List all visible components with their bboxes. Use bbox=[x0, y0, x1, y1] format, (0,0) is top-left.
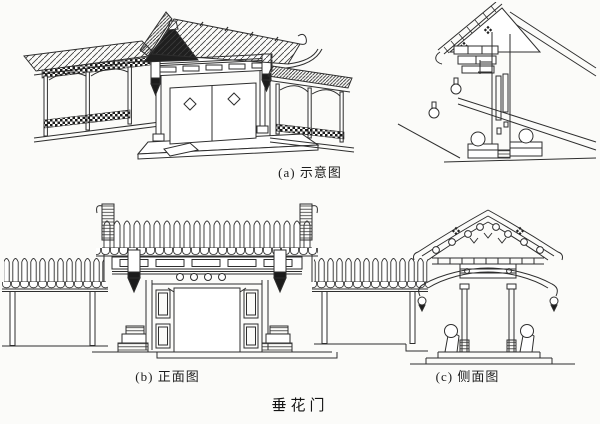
platform-step bbox=[157, 352, 337, 358]
panel-a-label: (a) 示意图 bbox=[278, 165, 342, 180]
hanging-lotus-buds bbox=[429, 78, 461, 118]
hanging-column-left bbox=[128, 250, 140, 292]
gate-frame-posts bbox=[146, 280, 268, 350]
beam-stack bbox=[454, 46, 498, 73]
gate-roof bbox=[140, 12, 322, 68]
adjoining-wall-lines bbox=[398, 12, 596, 162]
gate-doors bbox=[170, 83, 256, 144]
gable-flower-mark bbox=[483, 25, 493, 35]
hanging-column-right bbox=[274, 250, 286, 292]
pedestal-right bbox=[262, 326, 292, 352]
pedestal-left bbox=[118, 326, 148, 352]
panel-b-front-elevation-drawing bbox=[2, 198, 430, 363]
tube-tile-roof bbox=[102, 214, 312, 248]
door-diamond-ornament bbox=[228, 93, 240, 105]
v-ornaments bbox=[470, 233, 506, 243]
panel-c-label: (c) 侧面图 bbox=[435, 369, 500, 384]
ridge-ornament-left bbox=[97, 204, 114, 240]
left-corridor bbox=[24, 41, 160, 142]
eave-bracket-band bbox=[432, 258, 544, 264]
drum-stones bbox=[445, 325, 535, 353]
doorway bbox=[168, 288, 246, 352]
base-and-drum-stones bbox=[468, 129, 542, 158]
platform-steps bbox=[410, 352, 575, 364]
gable-roof bbox=[436, 2, 540, 64]
roof-flower-mark bbox=[451, 226, 461, 236]
panel-a-perspective-drawing bbox=[20, 4, 355, 162]
panel-b-label: (b) 正面图 bbox=[135, 369, 200, 384]
figure-caption: 垂花门 bbox=[271, 398, 329, 414]
ridge-ornament bbox=[298, 34, 306, 44]
panel-c-side-elevation-drawing bbox=[410, 200, 575, 368]
gate-structure bbox=[138, 12, 322, 159]
right-corridor-elevation bbox=[312, 248, 428, 351]
gate-elevation bbox=[92, 204, 337, 358]
gate-corner-detail-drawing bbox=[392, 2, 597, 170]
eave-tile-drips bbox=[96, 248, 318, 256]
ridge-ornament-right bbox=[300, 204, 317, 240]
beam-box bbox=[460, 264, 516, 278]
left-corridor-elevation bbox=[2, 248, 108, 346]
side-panels bbox=[156, 290, 258, 348]
lower-eave-roof bbox=[418, 268, 558, 311]
door-diamond-ornament bbox=[184, 98, 196, 110]
gate-frame-post bbox=[478, 32, 510, 154]
roof-flower-mark bbox=[515, 226, 525, 236]
right-corridor bbox=[266, 66, 354, 152]
main-gable-roof bbox=[414, 210, 563, 260]
columns bbox=[460, 284, 516, 352]
door-knobs bbox=[177, 274, 226, 281]
